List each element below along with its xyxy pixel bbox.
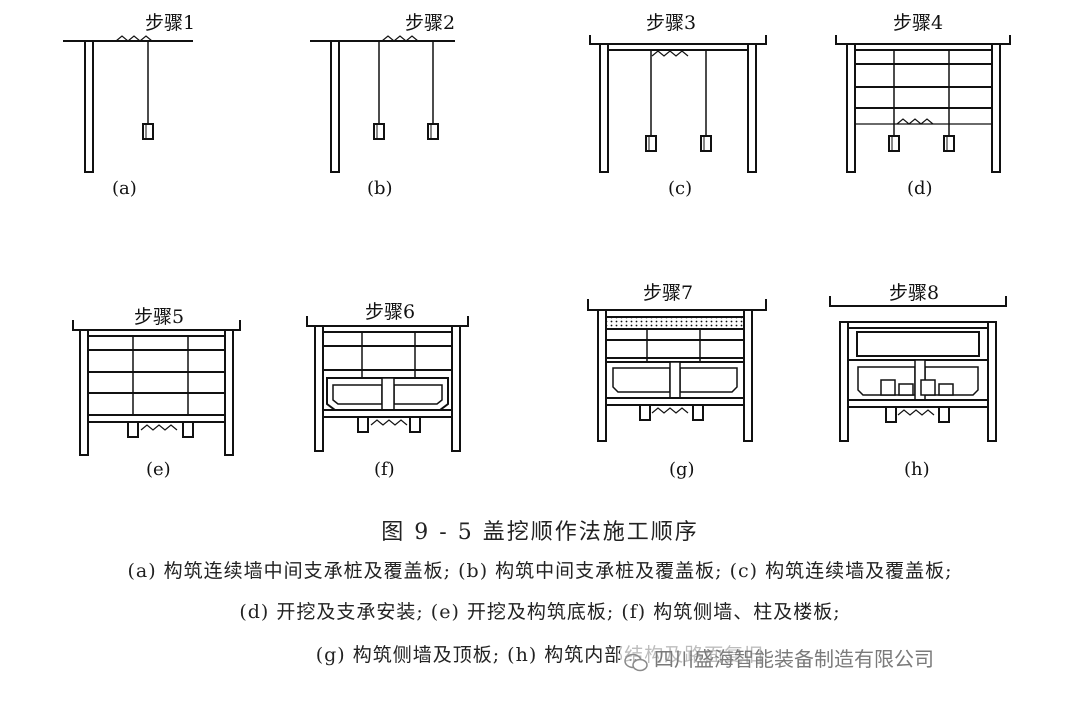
base-slab [605, 397, 745, 406]
panel-step3: 步骤3 (c) [589, 12, 767, 199]
pile-footing [938, 406, 950, 423]
diaphragm-wall [224, 329, 234, 456]
panel-step1: 步骤1 (a) [63, 12, 195, 199]
top-slab [847, 321, 989, 329]
panel-step4: 步骤4 (d) [835, 12, 1011, 199]
panel-letter: (f) [374, 459, 395, 480]
diaphragm-wall [79, 329, 89, 456]
deck-cover [589, 35, 767, 45]
diaphragm-wall [330, 40, 340, 173]
deck-cover [835, 35, 1011, 45]
box-cell-left [612, 367, 671, 393]
soil-hatch [897, 409, 935, 416]
diaphragm-wall [839, 321, 849, 442]
base-slab [847, 399, 989, 408]
wechat-icon [624, 651, 648, 671]
panel-letter: (h) [904, 459, 930, 480]
caption-line-2: (d) 开挖及支承安装; (e) 开挖及构筑底板; (f) 构筑侧墙、柱及楼板; [239, 601, 841, 623]
pile-footing [409, 416, 421, 433]
step-label: 步骤7 [643, 282, 693, 304]
step-label: 步骤3 [646, 12, 696, 34]
platform-block [938, 383, 954, 396]
step-label: 步骤8 [889, 282, 939, 304]
panel-letter: (g) [669, 459, 695, 480]
pile-footing [182, 421, 194, 438]
panel-letter: (b) [367, 178, 393, 199]
panel-step7: 步骤7 (g) [587, 282, 767, 480]
figure-title: 图 9 - 5 盖挖顺作法施工顺序 [381, 520, 699, 545]
base-slab [87, 414, 226, 423]
panel-step8: 步骤8 (h) [829, 282, 1007, 480]
upper-chamber [856, 331, 980, 357]
soil-hatch [140, 424, 178, 431]
soil-hatch [651, 50, 689, 57]
diaphragm-wall [597, 309, 607, 442]
pile-footing [427, 123, 439, 140]
pile-footing [357, 416, 369, 433]
pile-footing [888, 135, 900, 152]
deck-cover [587, 299, 767, 311]
diaphragm-wall [599, 43, 609, 173]
pile-footing [639, 404, 651, 421]
panel-step6: 步骤6 (f) [306, 301, 469, 480]
caption-line-1: (a) 构筑连续墙中间支承桩及覆盖板; (b) 构筑中间支承桩及覆盖板; (c)… [127, 560, 953, 582]
platform-block [880, 379, 896, 396]
panel-letter: (e) [146, 459, 171, 480]
deck-slab [314, 325, 461, 333]
deck-slab [79, 329, 234, 337]
soil-hatch [896, 118, 934, 125]
step-label: 步骤2 [405, 12, 455, 34]
diaphragm-wall [846, 43, 856, 173]
pile-footing [373, 123, 385, 140]
diaphragm-wall [747, 43, 757, 173]
deck-slab [846, 43, 1001, 51]
diaphragm-wall [991, 43, 1001, 173]
watermark: 四川盛海智能装备制造有限公司 [620, 644, 1050, 674]
step-label: 步骤4 [893, 12, 943, 34]
deck-slab [599, 43, 757, 51]
panel-letter: (a) [112, 178, 137, 199]
center-column [669, 361, 681, 399]
panel-step5: 步骤5 (e) [72, 306, 241, 480]
road-surface [829, 296, 1007, 307]
pile-footing [142, 123, 154, 140]
panel-step2: 步骤2 (b) [310, 12, 455, 199]
step-label: 步骤5 [134, 306, 184, 328]
soil-hatch [381, 35, 419, 42]
pile-footing [692, 404, 704, 421]
pile-footing [943, 135, 955, 152]
panel-letter: (c) [668, 178, 692, 199]
panel-letter: (d) [907, 178, 933, 199]
platform-block [920, 379, 936, 396]
center-column [381, 377, 395, 411]
pile-footing [645, 135, 657, 152]
diaphragm-wall [451, 325, 461, 452]
pile-footing [127, 421, 139, 438]
pile-footing [885, 406, 897, 423]
pile-footing [700, 135, 712, 152]
box-cell-left [332, 384, 383, 405]
diaphragm-wall [314, 325, 324, 452]
step-label: 步骤6 [365, 301, 415, 323]
soil-hatch [370, 419, 408, 426]
soil-hatch [115, 35, 153, 42]
diaphragm-wall [84, 40, 94, 173]
watermark-text: 四川盛海智能装备制造有限公司 [654, 647, 934, 671]
top-slab [597, 316, 753, 330]
soil-hatch [651, 407, 689, 414]
diaphragm-wall [987, 321, 997, 442]
platform-block [898, 383, 914, 396]
base-slab [322, 409, 453, 418]
step-label: 步骤1 [145, 12, 195, 34]
diaphragm-wall [743, 309, 753, 442]
